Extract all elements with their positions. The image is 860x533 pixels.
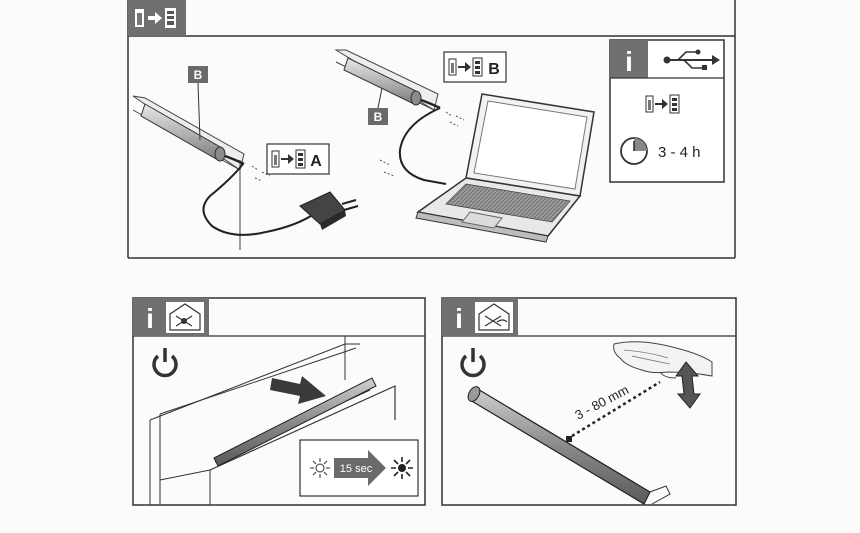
charge-label-adapter: A <box>266 143 330 175</box>
timer-label: 15 sec <box>340 463 373 475</box>
svg-text:i: i <box>455 303 463 334</box>
cabinet-sensor-icon <box>169 303 201 331</box>
battery-transfer-icon <box>135 8 176 28</box>
callout-b-right: B <box>368 87 388 125</box>
svg-text:B: B <box>194 68 203 82</box>
drawer-header-tab: i <box>133 298 209 336</box>
battery-transfer-icon-small <box>645 94 680 114</box>
charging-panel: B A <box>127 0 736 259</box>
charge-label-laptop: B <box>443 51 507 83</box>
drawer-pull-arrow-icon <box>270 376 326 404</box>
power-icon-2 <box>460 348 486 378</box>
svg-text:B: B <box>488 61 500 78</box>
timer-box: 15 sec <box>299 439 419 497</box>
power-icon <box>152 348 178 378</box>
left-mounted-light-bar <box>132 95 271 250</box>
wall-adapter <box>299 191 359 230</box>
svg-text:A: A <box>310 153 322 170</box>
light-bar <box>467 386 671 505</box>
hand-sensor-panel: i 3 - 80 mm <box>441 297 737 506</box>
svg-text:B: B <box>374 110 383 124</box>
cabinet-hand-sensor-icon <box>478 303 510 331</box>
info-box: i <box>609 39 725 183</box>
clock-icon <box>620 137 648 165</box>
usb-icon <box>663 49 720 70</box>
hand-header-tab: i <box>442 298 518 336</box>
callout-b-left: B <box>188 66 208 141</box>
laptop <box>415 93 595 243</box>
light-on-icon <box>391 457 413 479</box>
distance-dotted-line <box>571 380 661 438</box>
charge-header-tab <box>128 0 186 36</box>
drawer-illustration <box>149 336 396 505</box>
up-down-arrow-icon <box>675 361 701 409</box>
drawer-panel: i <box>132 297 426 506</box>
light-off-icon <box>310 458 330 478</box>
right-mounted-light-bar <box>334 49 465 127</box>
charge-time-label: 3 - 4 h <box>658 144 701 161</box>
svg-text:i: i <box>146 303 154 334</box>
svg-text:i: i <box>625 46 633 77</box>
